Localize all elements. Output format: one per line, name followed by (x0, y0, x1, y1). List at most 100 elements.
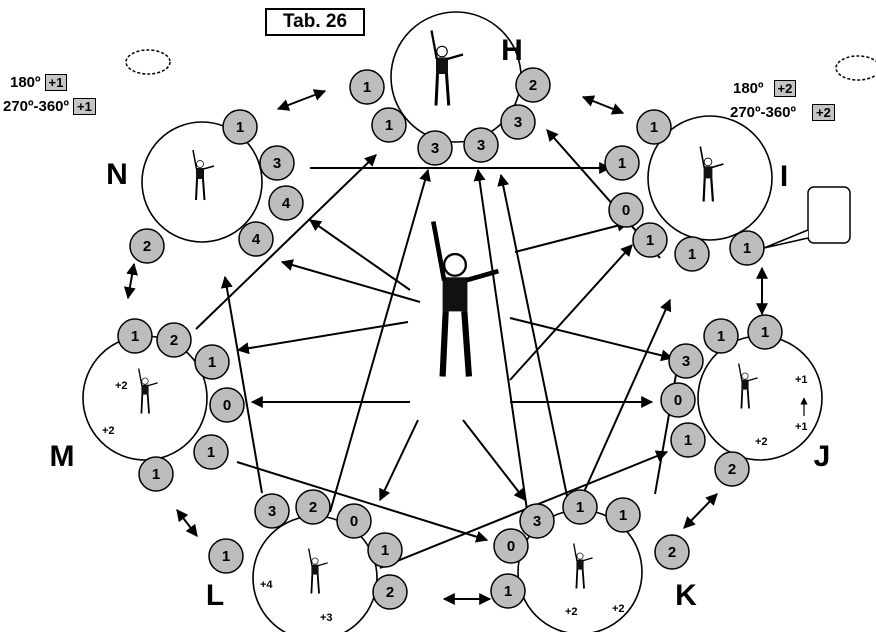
gymnast-body (576, 559, 584, 570)
score-circle-3 (417, 130, 453, 166)
left-bonus-val-1: +1 (44, 74, 68, 91)
connector-arrow (473, 168, 528, 511)
gymnast-legs (740, 389, 750, 409)
gymnast-body (703, 166, 713, 179)
score-circle-18 (703, 318, 739, 354)
score-value-7: 1 (236, 119, 244, 136)
gymnast-arms (192, 149, 215, 170)
gymnast-head (311, 557, 319, 565)
j-figure-icon (738, 363, 758, 409)
right-bonus-row-1: 180º +2 (733, 80, 797, 97)
gymnast-arms (138, 368, 158, 387)
score-value-37: 1 (208, 354, 216, 371)
gymnast-body (141, 384, 149, 395)
score-circle-34 (367, 532, 403, 568)
score-value-12: 1 (650, 119, 658, 136)
center-gymnast-icon (431, 221, 500, 377)
score-circle-8 (259, 145, 295, 181)
score-circle-21 (660, 382, 696, 418)
group-circle-n (141, 121, 263, 243)
gymnast-legs (434, 73, 451, 106)
score-circle-32 (295, 489, 331, 525)
score-value-30: 2 (170, 332, 178, 349)
gymnast-head (576, 552, 584, 560)
score-value-28: 1 (576, 499, 584, 516)
score-value-21: 0 (674, 392, 682, 409)
table-title: Tab. 26 (265, 8, 365, 36)
score-circle-28 (562, 489, 598, 525)
gymnast-legs (310, 574, 320, 594)
i-figure-icon (699, 146, 724, 202)
score-circle-19 (747, 314, 783, 350)
connector-arrow (654, 350, 685, 495)
score-circle-16 (674, 236, 710, 272)
gymnast-arms (431, 221, 500, 283)
gymnast-arms (430, 30, 464, 61)
score-circle-22 (670, 422, 706, 458)
right-bonus-val-1: +2 (773, 80, 797, 97)
gymnast-arms (738, 363, 758, 382)
gymnast-head (141, 377, 149, 385)
score-value-6: 2 (529, 77, 537, 94)
score-value-29: 1 (131, 328, 139, 345)
score-circle-27 (519, 503, 555, 539)
connector-arrow (462, 419, 526, 501)
score-value-4: 3 (477, 137, 485, 154)
score-circle-41 (208, 538, 244, 574)
figure-bonus-m-bottom: +2 (102, 425, 115, 437)
score-circle-11 (129, 228, 165, 264)
connector-arrow (683, 493, 718, 529)
group-label-h: H (501, 34, 523, 67)
group-label-j: J (814, 440, 831, 473)
score-value-15: 1 (646, 232, 654, 249)
score-value-24: 2 (668, 544, 676, 561)
score-circle-4 (463, 127, 499, 163)
score-circle-23 (714, 451, 750, 487)
gymnast-head (442, 252, 468, 277)
score-circle-40 (138, 456, 174, 492)
gymnast-body (442, 277, 468, 312)
i-callout-pointer (763, 229, 809, 249)
group-label-l: L (206, 579, 224, 612)
figure-bonus-j-bottom: +2 (755, 436, 768, 448)
score-circle-9 (268, 185, 304, 221)
group-label-m: M (50, 440, 75, 473)
score-circle-36 (490, 573, 526, 609)
left-bonus-val-2: +1 (73, 98, 96, 115)
score-circle-10 (238, 221, 274, 257)
n-figure-icon (192, 149, 215, 201)
connector-arrow (280, 259, 421, 303)
gymnast-body (196, 168, 204, 179)
score-circle-5 (500, 104, 536, 140)
score-value-32: 2 (309, 499, 317, 516)
score-circle-38 (209, 387, 245, 423)
gymnast-legs (439, 311, 473, 377)
score-value-38: 0 (223, 397, 231, 414)
connector-arrow (123, 262, 139, 300)
score-value-20: 3 (682, 353, 690, 370)
gymnast-legs (702, 178, 715, 202)
score-value-8: 3 (273, 155, 281, 172)
gymnast-legs (195, 178, 206, 201)
score-circle-12 (636, 109, 672, 145)
score-circle-30 (156, 322, 192, 358)
k-figure-icon (573, 543, 593, 589)
connector-arrow (509, 317, 674, 362)
score-value-35: 2 (386, 584, 394, 601)
figure-bonus-k-left: +2 (565, 606, 578, 618)
connector-arrow (195, 154, 377, 330)
connector-arrow (514, 219, 630, 253)
score-value-2: 1 (385, 117, 393, 134)
score-value-18: 1 (717, 328, 725, 345)
score-value-26: 0 (507, 538, 515, 555)
score-value-39: 1 (207, 444, 215, 461)
score-circle-29 (117, 318, 153, 354)
score-value-33: 0 (350, 513, 358, 530)
group-label-i: I (780, 160, 788, 193)
score-circle-24 (654, 534, 690, 570)
connector-arrow (236, 461, 489, 543)
right-bonus-deg-1: 180º (733, 80, 764, 97)
score-value-40: 1 (152, 466, 160, 483)
left-bonus-row-1: 180º+1 (10, 74, 68, 91)
gymnast-legs (575, 569, 585, 589)
